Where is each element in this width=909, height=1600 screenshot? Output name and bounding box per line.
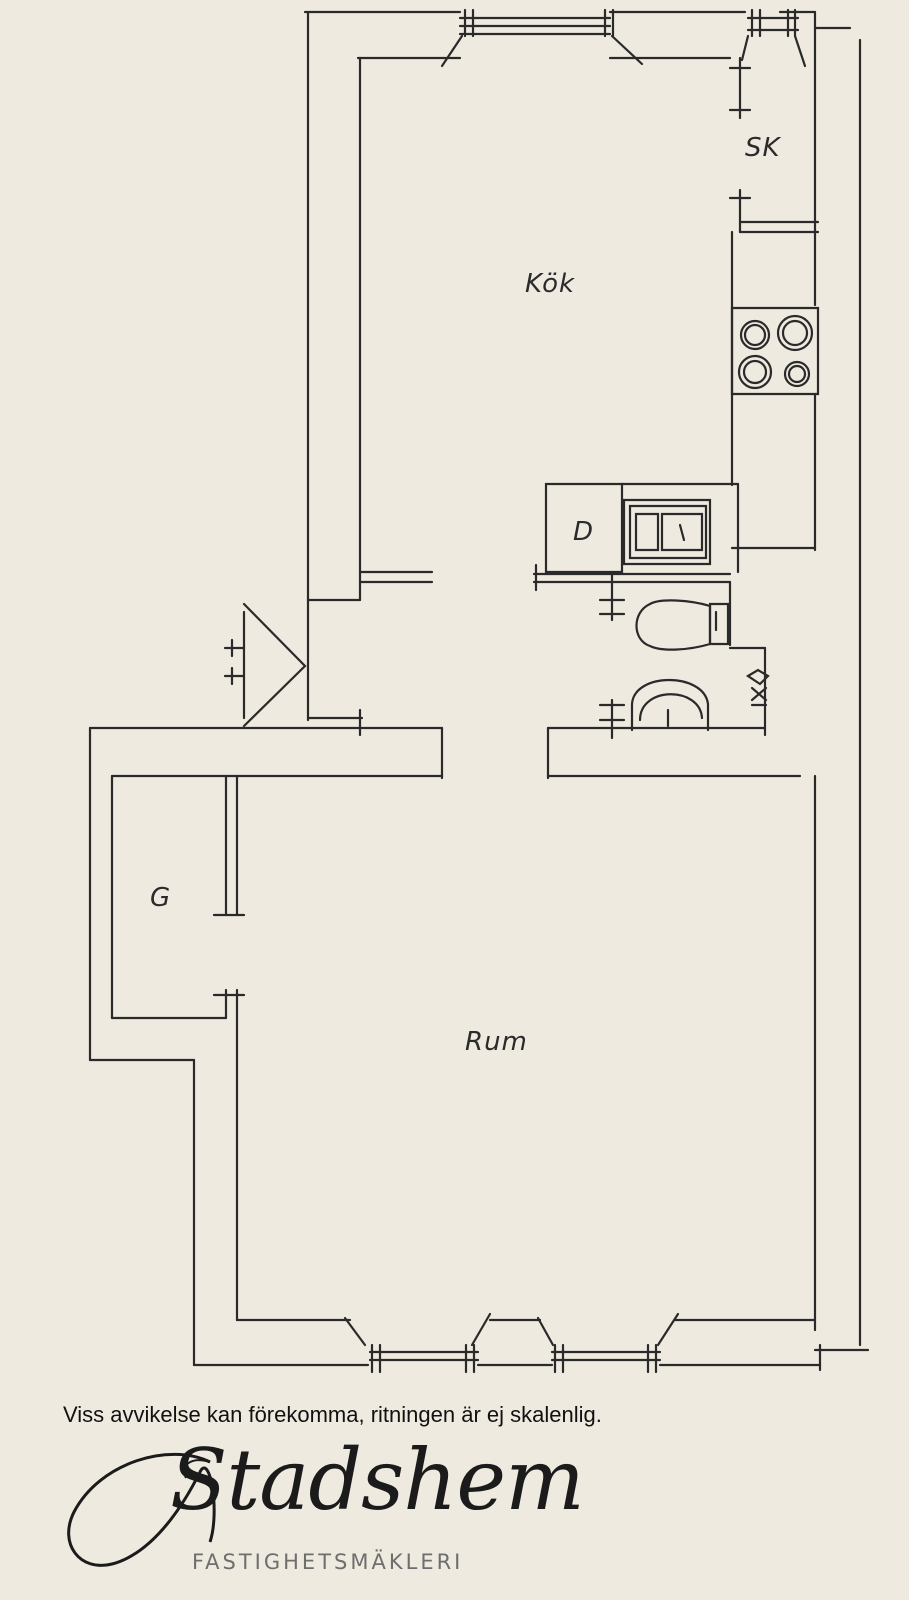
brand-name: Stadshem — [170, 1431, 585, 1529]
logo-swash-icon — [67, 1452, 216, 1567]
room-label-dishwasher: D — [573, 517, 594, 547]
bathroom-sink — [632, 680, 708, 730]
floor-plan: Kök SK D G Rum — [0, 0, 909, 1380]
disclaimer-text: Viss avvikelse kan förekomma, ritningen … — [63, 1402, 602, 1427]
outer-walls — [90, 12, 868, 1370]
toilet — [637, 600, 729, 649]
kitchen-sink — [622, 484, 738, 572]
windows — [345, 10, 805, 1372]
closet-sk — [730, 58, 818, 232]
room-label-kitchen: Kök — [525, 269, 575, 299]
entrance-door — [225, 604, 305, 726]
shower-tap — [748, 670, 768, 705]
room-label-wardrobe: G — [150, 883, 171, 913]
stove — [732, 308, 818, 394]
room-label-living-room: Rum — [465, 1027, 528, 1057]
brand-tagline: FASTIGHETSMÄKLERI — [192, 1550, 464, 1574]
bathroom — [534, 565, 765, 738]
brand-logo: Stadshem FASTIGHETSMÄKLERI — [60, 1432, 585, 1592]
room-label-closet: SK — [745, 133, 782, 163]
dishwasher — [546, 484, 622, 572]
